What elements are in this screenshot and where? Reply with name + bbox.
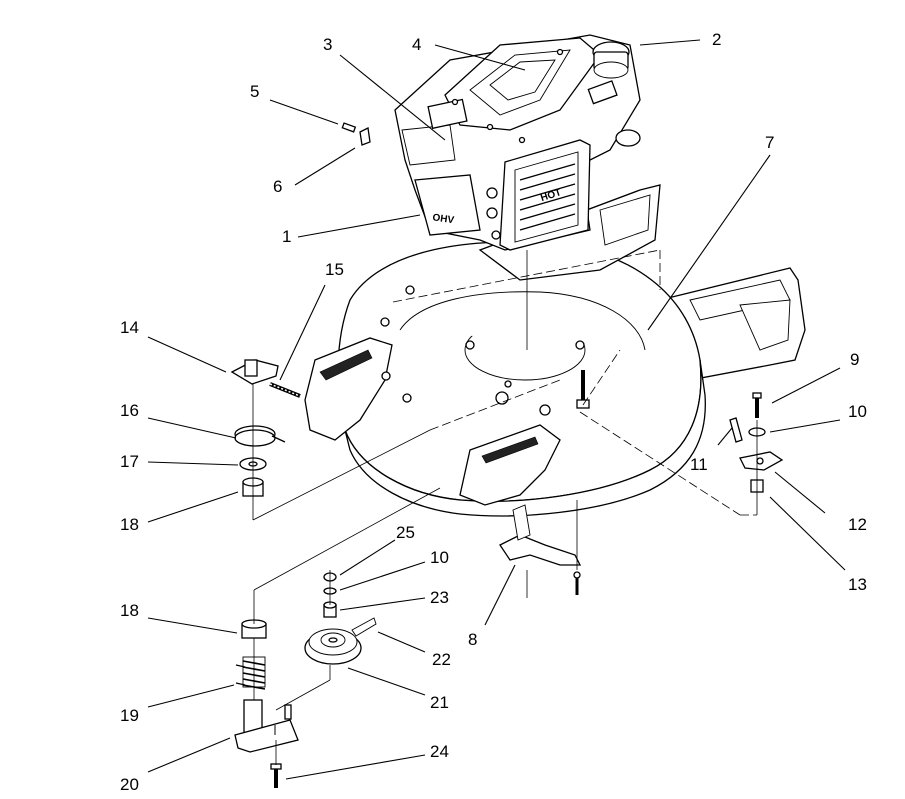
bracket-20 bbox=[234, 699, 299, 753]
callout-17: 17 bbox=[120, 452, 139, 471]
callout-1: 1 bbox=[282, 227, 291, 246]
callout-13: 13 bbox=[848, 575, 867, 594]
callout-7: 7 bbox=[765, 133, 774, 152]
lever-11 bbox=[729, 417, 743, 443]
spring-16 bbox=[234, 425, 286, 447]
callout-8: 8 bbox=[468, 630, 477, 649]
mower-deck bbox=[304, 184, 806, 517]
callout-14: 14 bbox=[120, 318, 139, 337]
callout-3: 3 bbox=[323, 35, 332, 54]
bolt-24 bbox=[270, 763, 282, 788]
callout-18-upper: 18 bbox=[120, 515, 139, 534]
callout-20: 20 bbox=[120, 775, 139, 794]
bolt-9 bbox=[752, 392, 762, 418]
spring-19 bbox=[235, 656, 266, 690]
callout-4: 4 bbox=[412, 35, 421, 54]
leader-lines bbox=[147, 39, 846, 780]
callout-25: 25 bbox=[396, 523, 415, 542]
callout-5: 5 bbox=[250, 82, 259, 101]
ohv-decal: OHV bbox=[432, 212, 455, 226]
callout-23: 23 bbox=[430, 588, 449, 607]
bolt-15 bbox=[269, 382, 301, 398]
callout-22: 22 bbox=[432, 650, 451, 669]
callout-21: 21 bbox=[430, 693, 449, 712]
callout-15: 15 bbox=[325, 260, 344, 279]
callout-12: 12 bbox=[848, 515, 867, 534]
callout-19: 19 bbox=[120, 706, 139, 725]
adjuster-14 bbox=[230, 359, 279, 385]
belt-22 bbox=[351, 617, 377, 637]
plate-12 bbox=[739, 451, 784, 471]
callout-9: 9 bbox=[850, 350, 859, 369]
clip-6 bbox=[359, 127, 371, 146]
fastener-5 bbox=[341, 122, 357, 133]
bracket-8 bbox=[499, 504, 582, 595]
callout-16: 16 bbox=[120, 401, 139, 420]
callout-18-lower: 18 bbox=[120, 601, 139, 620]
callout-10-right: 10 bbox=[848, 402, 867, 421]
engine bbox=[394, 34, 641, 251]
callout-6: 6 bbox=[273, 177, 282, 196]
callout-24: 24 bbox=[430, 742, 449, 761]
wheel-21 bbox=[304, 628, 362, 665]
callout-2: 2 bbox=[712, 30, 721, 49]
bolt-7 bbox=[576, 370, 590, 409]
callout-11: 11 bbox=[690, 455, 708, 474]
callout-10-lower: 10 bbox=[430, 548, 449, 567]
